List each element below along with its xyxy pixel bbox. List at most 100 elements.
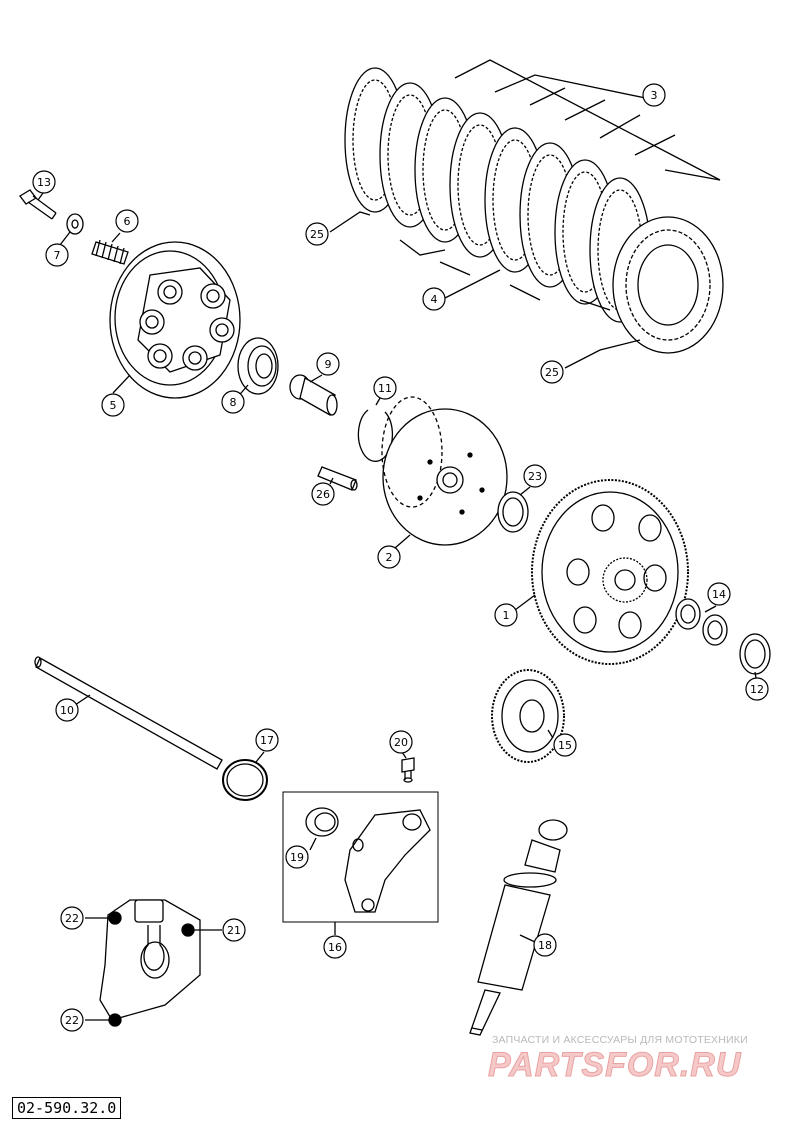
callout-1: 1 bbox=[494, 603, 518, 627]
callout-22b-text: 22 bbox=[65, 1014, 79, 1027]
callout-20-circle bbox=[389, 730, 413, 754]
callout-11: 11 bbox=[373, 376, 397, 400]
watermark-brand: PARTSFOR.RU bbox=[487, 1046, 742, 1085]
callout-25a-text: 25 bbox=[310, 228, 324, 241]
callout-12: 12 bbox=[745, 677, 769, 701]
callout-4-text: 4 bbox=[431, 293, 438, 306]
callout-8: 8 bbox=[221, 390, 245, 414]
callout-26-text: 26 bbox=[316, 488, 330, 501]
engine-cover bbox=[99, 899, 201, 1027]
callout-15: 15 bbox=[553, 733, 577, 757]
callout-7-text: 7 bbox=[54, 249, 61, 262]
callout-9-circle bbox=[316, 352, 340, 376]
callout-5-text: 5 bbox=[110, 399, 117, 412]
callout-18-circle bbox=[533, 933, 557, 957]
callout-25a: 25 bbox=[305, 222, 329, 246]
slave-cylinder-assembly bbox=[282, 791, 439, 923]
callout-5-circle bbox=[101, 393, 125, 417]
callout-9: 9 bbox=[316, 352, 340, 376]
callout-23-circle bbox=[523, 464, 547, 488]
callout-3: 3 bbox=[642, 83, 666, 107]
callout-17-circle bbox=[255, 728, 279, 752]
push-rod bbox=[34, 656, 223, 770]
shim-washer bbox=[739, 633, 771, 675]
callout-7-circle bbox=[45, 243, 69, 267]
callout-25b-text: 25 bbox=[545, 366, 559, 379]
o-ring bbox=[222, 759, 268, 801]
callout-6-circle bbox=[115, 209, 139, 233]
spring bbox=[91, 239, 129, 265]
callout-23-text: 23 bbox=[528, 470, 542, 483]
callout-1-circle bbox=[494, 603, 518, 627]
callout-23: 23 bbox=[523, 464, 547, 488]
callout-8-text: 8 bbox=[230, 396, 237, 409]
callout-1-text: 1 bbox=[503, 609, 510, 622]
callout-3-text: 3 bbox=[651, 89, 658, 102]
callout-22b-circle bbox=[60, 1008, 84, 1032]
callout-4: 4 bbox=[422, 287, 446, 311]
bearing bbox=[237, 337, 279, 395]
primary-gear bbox=[531, 479, 689, 665]
callout-9-text: 9 bbox=[325, 358, 332, 371]
callout-14-text: 14 bbox=[712, 588, 726, 601]
callout-18-text: 18 bbox=[538, 939, 552, 952]
callout-13-text: 13 bbox=[37, 176, 51, 189]
callout-18: 18 bbox=[533, 933, 557, 957]
needle-bearings bbox=[675, 598, 728, 646]
callout-7: 7 bbox=[45, 243, 69, 267]
circlip bbox=[357, 409, 394, 462]
callout-2-circle bbox=[377, 545, 401, 569]
callout-21: 21 bbox=[222, 918, 246, 942]
callout-2-text: 2 bbox=[386, 551, 393, 564]
callout-5: 5 bbox=[101, 393, 125, 417]
callout-22b: 22 bbox=[60, 1008, 84, 1032]
callout-19: 19 bbox=[285, 845, 309, 869]
callout-26-circle bbox=[311, 482, 335, 506]
callout-22a-circle bbox=[60, 906, 84, 930]
callout-6-text: 6 bbox=[124, 215, 131, 228]
callout-22a-text: 22 bbox=[65, 912, 79, 925]
callout-16-text: 16 bbox=[328, 941, 342, 954]
callout-10-text: 10 bbox=[60, 704, 74, 717]
pin bbox=[317, 466, 358, 491]
callout-4-circle bbox=[422, 287, 446, 311]
pressure-plate bbox=[109, 241, 241, 399]
callout-8-circle bbox=[221, 390, 245, 414]
callout-13-circle bbox=[32, 170, 56, 194]
callout-12-circle bbox=[745, 677, 769, 701]
callout-21-text: 21 bbox=[227, 924, 241, 937]
callout-15-circle bbox=[553, 733, 577, 757]
document-code: 02-590.32.0 bbox=[12, 1097, 122, 1119]
inner-clutch-hub bbox=[381, 396, 508, 546]
callout-17: 17 bbox=[255, 728, 279, 752]
push-piece bbox=[289, 374, 338, 416]
callout-2: 2 bbox=[377, 545, 401, 569]
callout-6: 6 bbox=[115, 209, 139, 233]
callout-3-circle bbox=[642, 83, 666, 107]
watermark-tagline: ЗАПЧАСТИ И АКСЕССУАРЫ ДЛЯ МОТОТЕХНИКИ bbox=[492, 1034, 748, 1046]
callout-17-text: 17 bbox=[260, 734, 274, 747]
idler-gear bbox=[491, 669, 565, 763]
slave-piston bbox=[469, 819, 568, 1036]
washer bbox=[66, 213, 84, 235]
callout-25a-circle bbox=[305, 222, 329, 246]
callout-26: 26 bbox=[311, 482, 335, 506]
callout-22a: 22 bbox=[60, 906, 84, 930]
callout-labels: 1234567891011121314151617181920212222232… bbox=[32, 83, 769, 1032]
callout-20: 20 bbox=[389, 730, 413, 754]
callout-25b: 25 bbox=[540, 360, 564, 384]
clutch-plate-stack bbox=[344, 67, 724, 354]
callout-14-circle bbox=[707, 582, 731, 606]
callout-19-circle bbox=[285, 845, 309, 869]
callout-16-circle bbox=[323, 935, 347, 959]
callout-13: 13 bbox=[32, 170, 56, 194]
callout-16: 16 bbox=[323, 935, 347, 959]
callout-10: 10 bbox=[55, 698, 79, 722]
callout-19-text: 19 bbox=[290, 851, 304, 864]
callout-15-text: 15 bbox=[558, 739, 572, 752]
callout-25b-circle bbox=[540, 360, 564, 384]
callout-11-text: 11 bbox=[378, 382, 392, 395]
callout-12-text: 12 bbox=[750, 683, 764, 696]
callout-20-text: 20 bbox=[394, 736, 408, 749]
